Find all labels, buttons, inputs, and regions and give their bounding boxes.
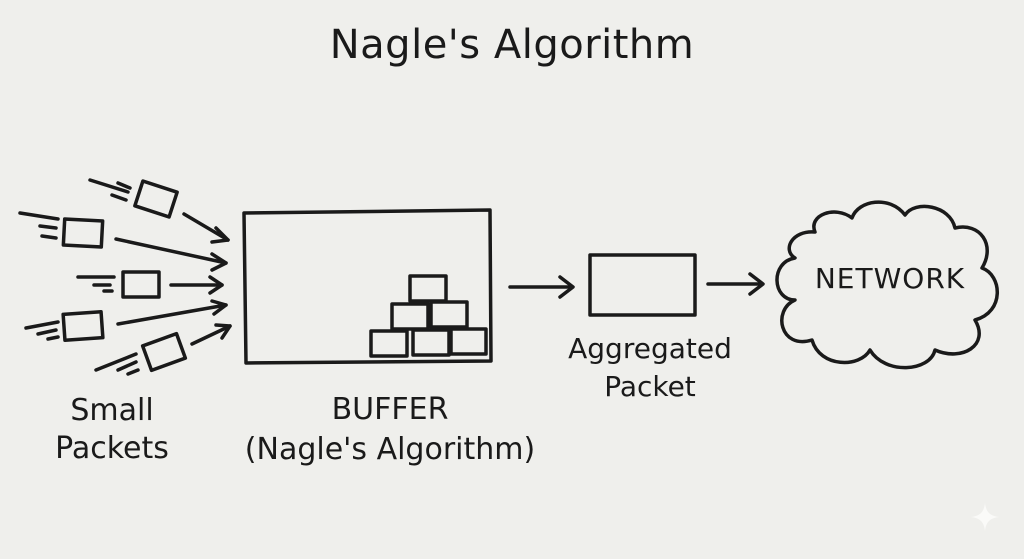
buffer-label-line1: BUFFER <box>331 392 449 427</box>
small-packets-group <box>18 178 232 376</box>
small-packets-label-line2: Packets <box>55 431 169 466</box>
buffered-packets <box>369 274 488 358</box>
arrow-to-network <box>706 272 765 296</box>
arrow-to-aggregated <box>508 275 575 299</box>
aggregated-packet-box <box>588 253 697 317</box>
small-packet <box>18 211 228 272</box>
small-packet <box>24 299 228 343</box>
small-packet <box>88 178 230 244</box>
small-packets-label-line1: Small <box>70 393 154 428</box>
aggregated-packet-label: Aggregated Packet <box>560 330 740 406</box>
small-packet <box>76 270 224 299</box>
buffer-label: BUFFER (Nagle's Algorithm) <box>240 390 540 470</box>
network-label: NETWORK <box>814 262 966 295</box>
network-cloud <box>775 200 999 370</box>
buffer-label-line2: (Nagle's Algorithm) <box>244 432 536 467</box>
aggregated-label-line1: Aggregated <box>568 332 732 365</box>
buffer-box <box>242 208 493 365</box>
small-packet <box>94 323 232 376</box>
small-packets-label: Small Packets <box>42 392 182 468</box>
sparkle-icon <box>971 503 999 531</box>
diagram-title: Nagle's Algorithm <box>329 22 695 68</box>
aggregated-label-line2: Packet <box>604 370 696 403</box>
